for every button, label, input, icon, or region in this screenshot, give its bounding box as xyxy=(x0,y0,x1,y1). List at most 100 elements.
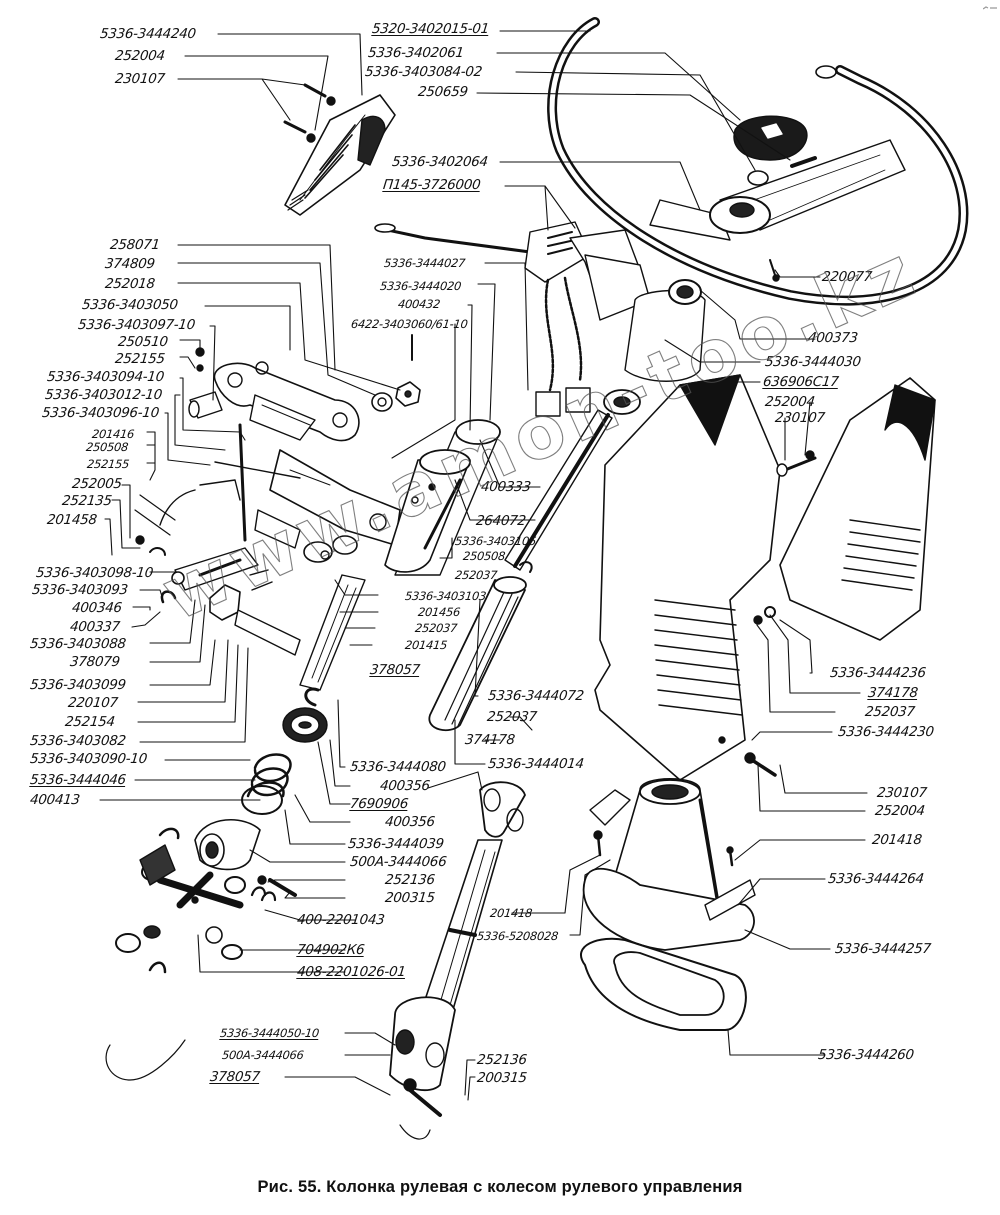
part-label: 258071 xyxy=(109,237,161,253)
part-label: 7690906 xyxy=(349,796,409,812)
floor-boot xyxy=(580,777,756,1031)
part-label: 5336-3444027 xyxy=(383,256,466,270)
part-label: 6422-3403060/61-10 xyxy=(350,317,469,331)
part-label: 378057 xyxy=(369,662,421,678)
part-label: 252005 xyxy=(71,476,123,492)
corner-mark-icon xyxy=(983,6,997,10)
part-label: 220077 xyxy=(821,269,873,285)
part-label: 250510 xyxy=(117,334,169,350)
part-label: 5336-3403097-10 xyxy=(77,317,196,333)
part-label: 400-2201043 xyxy=(296,912,386,928)
part-label: 5336-3403096-10 xyxy=(41,405,160,421)
wire-harness-1 xyxy=(544,278,555,392)
part-label: 252037 xyxy=(414,621,458,635)
column-casing-left-half xyxy=(594,374,781,781)
switch-lever xyxy=(376,226,532,254)
part-label: 5336-3444039 xyxy=(347,836,445,852)
connector-1 xyxy=(535,391,561,417)
part-label: 5336-3444050-10 xyxy=(219,1026,320,1040)
connector-2 xyxy=(565,387,591,413)
column-shaft xyxy=(299,574,366,691)
column-bracket xyxy=(188,334,421,442)
part-label: 5336-3444030 xyxy=(764,354,862,370)
part-label: 252136 xyxy=(384,872,436,888)
part-label: 5336-3403082 xyxy=(29,733,127,749)
part-label: 220107 xyxy=(67,695,119,711)
part-label: 230107 xyxy=(114,71,166,87)
tilt-mechanism xyxy=(134,423,401,656)
part-label: 5336-5208028 xyxy=(476,929,559,943)
part-label: 201415 xyxy=(404,638,448,652)
flat-washer xyxy=(371,392,393,412)
part-label: 374178 xyxy=(464,732,516,748)
part-label: 704902К6 xyxy=(296,942,366,958)
part-label: 5336-3403103 xyxy=(404,589,487,603)
part-label: 230107 xyxy=(876,785,928,801)
part-label: 400333 xyxy=(480,479,532,495)
part-label: 5336-3402064 xyxy=(391,154,489,170)
part-label: 5336-3444020 xyxy=(379,279,462,293)
part-label: 5336-3444080 xyxy=(349,759,447,775)
figure-caption: Рис. 55. Колонка рулевая с колесом рулев… xyxy=(257,1178,743,1196)
rim-end-cap xyxy=(815,65,837,79)
part-label: 252155 xyxy=(114,351,166,367)
part-label: 252037 xyxy=(486,709,538,725)
part-label: 408-2201026-01 xyxy=(296,964,407,980)
part-label: 400413 xyxy=(29,792,81,808)
part-label: 252004 xyxy=(114,48,166,64)
spring xyxy=(246,753,292,798)
part-label: 5336-3444230 xyxy=(837,724,935,740)
part-label: 201458 xyxy=(46,512,98,528)
part-label: 252018 xyxy=(104,276,156,292)
column-casing-right-half xyxy=(744,377,936,777)
universal-joint-upper xyxy=(105,819,297,1081)
part-label: 252004 xyxy=(874,803,926,819)
part-label: 5336-3402061 xyxy=(367,45,465,61)
part-label: 201416 xyxy=(91,427,135,441)
spring-pin xyxy=(790,156,817,168)
floor-gasket xyxy=(580,937,747,1031)
wire-harness-2 xyxy=(563,276,583,382)
part-label: 200315 xyxy=(384,890,436,906)
horn-button xyxy=(733,115,808,161)
part-label: 400373 xyxy=(807,330,859,346)
part-label: 5336-3403012-10 xyxy=(44,387,163,403)
part-label: 400432 xyxy=(397,297,441,311)
part-label: 5336-3403099 xyxy=(29,677,127,693)
part-label: 400356 xyxy=(384,814,436,830)
part-label: 636906С17 xyxy=(762,374,840,390)
part-label: 5336-3403088 xyxy=(29,636,127,652)
part-label: 252037 xyxy=(864,704,916,720)
hub-nut xyxy=(747,170,769,186)
part-label: 5336-3403050 xyxy=(81,297,179,313)
part-label: 252136 xyxy=(476,1052,528,1068)
part-label: 201418 xyxy=(871,832,923,848)
part-label: 5336-3444046 xyxy=(29,772,127,788)
part-label: П145-3726000 xyxy=(382,177,482,193)
part-label: 5336-3403094-10 xyxy=(46,369,165,385)
part-label: 252155 xyxy=(86,457,130,471)
ignition-cylinder xyxy=(624,289,706,382)
part-label: 5336-3403105 xyxy=(454,534,537,548)
cross-spider xyxy=(156,871,244,909)
part-label: 250508 xyxy=(462,549,506,563)
combination-switch xyxy=(374,221,706,417)
part-label: 252154 xyxy=(64,714,116,730)
bolt xyxy=(783,456,817,472)
part-label: 5336-3444264 xyxy=(827,871,925,887)
part-label: 5336-3403090-10 xyxy=(29,751,148,767)
part-label: 400346 xyxy=(71,600,123,616)
part-label: 200315 xyxy=(476,1070,528,1086)
part-label: 400356 xyxy=(379,778,431,794)
part-label: 264072 xyxy=(475,513,527,529)
part-label: 250508 xyxy=(85,440,129,454)
part-label: 5336-3444072 xyxy=(487,688,585,704)
part-label: 374178 xyxy=(867,685,919,701)
bushing-400333 xyxy=(455,419,501,445)
part-label: 201456 xyxy=(417,605,461,619)
intermediate-shaft xyxy=(389,781,526,1140)
part-label: 201418 xyxy=(489,906,533,920)
part-label: 5336-3444260 xyxy=(817,1047,915,1063)
upper-bracket xyxy=(283,83,396,216)
